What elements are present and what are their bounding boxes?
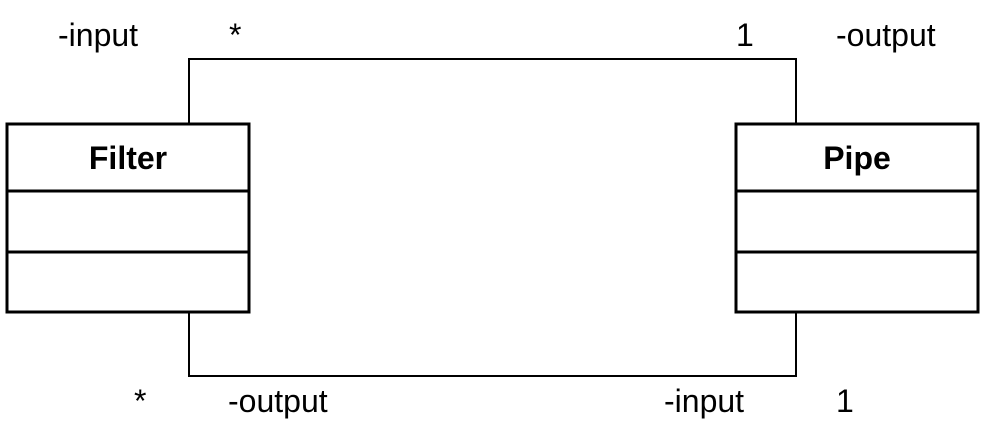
top-pipe-role-label: -output <box>836 17 936 53</box>
bottom-association-line <box>188 312 797 377</box>
top-pipe-multiplicity: 1 <box>736 17 754 53</box>
filter-class-name: Filter <box>89 140 167 176</box>
pipe-class-name: Pipe <box>823 140 891 176</box>
top-association-line <box>188 58 797 124</box>
bottom-pipe-multiplicity: 1 <box>836 383 854 419</box>
top-filter-multiplicity: * <box>229 17 241 53</box>
pipe-class[interactable]: Pipe <box>734 122 980 314</box>
bottom-filter-multiplicity: * <box>134 383 146 419</box>
top-filter-role-label: -input <box>58 17 138 53</box>
filter-class-frame <box>5 122 251 314</box>
bottom-pipe-role-label: -input <box>664 383 744 419</box>
pipe-class-frame <box>734 122 980 314</box>
filter-class[interactable]: Filter <box>5 122 251 314</box>
bottom-filter-role-label: -output <box>228 383 328 419</box>
